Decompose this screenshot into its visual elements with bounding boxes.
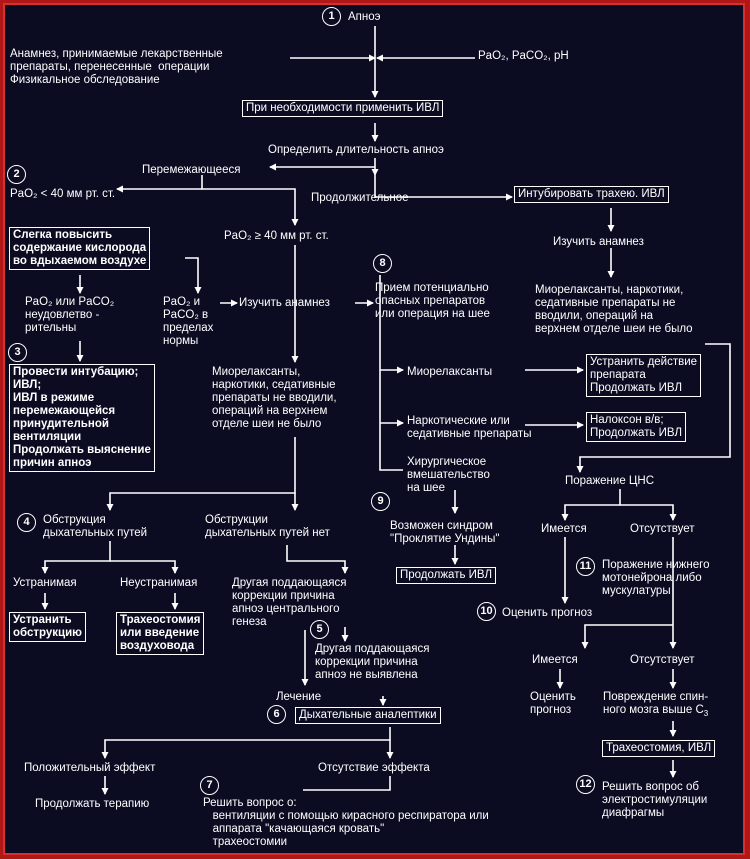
connector-lines [41, 26, 731, 795]
surgery-text: Хирургическое вмешательство на шее [407, 456, 490, 494]
connector-line-40 [110, 560, 179, 574]
muscle-relaxants-text: Миорелаксанты [407, 366, 493, 378]
connector-line-25 [581, 624, 673, 649]
analeptics-box: Дыхательные аналептики [295, 707, 441, 724]
raise-oxygen-box: Слегка повысить содержание кислорода во … [9, 227, 151, 270]
connector-line-21 [561, 489, 621, 521]
spinal-injury-sub: 3 [703, 709, 709, 718]
no-effect-text: Отсутствие эффекта [318, 762, 430, 774]
treatment-text: Лечение [276, 691, 322, 703]
step-9-badge: 9 [371, 492, 390, 511]
stop-relaxant-box: Устранить действие препарата Продолжать … [586, 354, 702, 397]
connector-line-7 [201, 175, 299, 226]
connector-line-13 [379, 275, 403, 471]
cns-absent-text: Отсутствует [630, 523, 695, 535]
intermittent-text: Перемежающееся [142, 164, 241, 176]
step-10-badge: 10 [477, 602, 496, 621]
intubate-box: Интубировать трахею. ИВЛ [514, 186, 669, 203]
connector-line-18 [576, 343, 731, 473]
step-11-badge: 11 [576, 557, 595, 576]
step-6-badge: 6 [267, 705, 286, 724]
ondine-text: Возможен синдром "Проклятие Ундины" [390, 520, 500, 545]
lower-motor-text: Поражение нижнего мотонейрона либо муску… [602, 559, 710, 597]
motor-present-text: Имеется [532, 654, 578, 666]
determine-duration-text: Определить длительность апноэ [268, 144, 444, 156]
no-obstruction-text: Обструкции дыхательных путей нет [205, 514, 330, 539]
connector-line-9 [374, 175, 412, 198]
connector-line-47 [101, 727, 391, 759]
blood-gases-text: PaO₂, PaCO₂, pH [478, 50, 569, 62]
continue-ventilation-box: Продолжать ИВЛ [396, 567, 497, 584]
connector-line-37 [106, 437, 296, 511]
positive-effect-text: Положительный эффект [24, 762, 156, 774]
tracheostomy-airway-box: Трахеостомия или введение воздуховода [116, 612, 205, 655]
gases-unsatisfactory-text: PaO₂ или PaCO₂ неудовлетво - рительны [25, 296, 115, 334]
narcotics-text: Наркотические или седативные препараты [407, 415, 532, 440]
no-other-cause-text: Другая поддающаяся коррекции причина апн… [315, 643, 430, 681]
history-left-text: Анамнез, принимаемые лекарственные препа… [10, 48, 223, 86]
step-1-badge: 1 [322, 7, 341, 26]
obstruction-text: Обструкция дыхательных путей [43, 514, 148, 539]
continue-therapy-text: Продолжать терапию [35, 798, 150, 810]
ventilate-if-needed-box: При необходимости применить ИВЛ [242, 100, 444, 117]
apnea-label: Апноэ [348, 11, 381, 23]
connector-line-22 [620, 504, 677, 521]
step-12-badge: 12 [576, 775, 595, 794]
study-history-right-text: Изучить анамнез [553, 236, 644, 248]
step-5-badge: 5 [310, 620, 329, 639]
intubation-box: Провести интубацию; ИВЛ; ИВЛ в режиме пе… [9, 364, 155, 472]
study-history-mid-text: Изучить анамнез [239, 297, 330, 309]
pao2-low-text: PaO₂ < 40 мм рт. ст. [10, 188, 116, 200]
connector-line-43 [286, 545, 349, 574]
step-7-badge: 7 [200, 776, 219, 795]
step-2-badge: 2 [7, 165, 26, 184]
step-3-badge: 3 [8, 343, 27, 362]
remove-obstruction-box: Устранить обструкцию [9, 612, 86, 642]
dangerous-drugs-text: Прием потенциально опасных препаратов ил… [375, 282, 490, 320]
connector-line-34 [185, 257, 202, 294]
tracheostomy-box: Трахеостомия, ИВЛ [602, 740, 716, 757]
spinal-injury-text: Повреждение спин- ного мозга выше C3 [603, 691, 708, 720]
diaphragm-text: Решить вопрос об электростимуляции диафр… [602, 781, 708, 819]
motor-absent-text: Отсутствует [630, 654, 695, 666]
cns-lesion-text: Поражение ЦНС [565, 475, 655, 487]
central-cause-text: Другая поддающаяся коррекции причина апн… [232, 577, 347, 628]
step-8-badge: 8 [373, 254, 392, 273]
gases-normal-text: PaO₂ и PaCO₂ в пределах нормы [163, 296, 214, 347]
step-4-badge: 4 [17, 513, 36, 532]
assess-prognosis-a-text: Оценить прогноз [502, 607, 593, 619]
decide-ventilation-text: Решить вопрос о: вентиляции с помощью ки… [203, 797, 489, 848]
naloxone-box: Налоксон в/в; Продолжать ИВЛ [586, 412, 687, 442]
irremovable-text: Неустранимая [120, 577, 198, 589]
assess-prognosis-b-text: Оценить прогноз [530, 691, 576, 716]
prolonged-text: Продолжительное [311, 192, 409, 204]
no-drugs-mid-text: Миорелаксанты, наркотики, седативные пре… [212, 366, 337, 430]
removable-text: Устранимая [13, 577, 77, 589]
no-drugs-right-text: Миорелаксанты, наркотики, седативные пре… [535, 284, 693, 335]
connector-line-39 [41, 541, 111, 574]
connector-line-50 [303, 776, 391, 791]
pao2-high-text: PaO₂ ≥ 40 мм рт. ст. [224, 230, 329, 242]
flowchart-frame: 1 2 3 4 5 6 7 8 9 10 11 12 Апноэ Анамнез… [3, 3, 745, 855]
cns-present-text: Имеется [541, 523, 587, 535]
spinal-injury-main: Повреждение спин- ного мозга выше C [603, 691, 709, 716]
